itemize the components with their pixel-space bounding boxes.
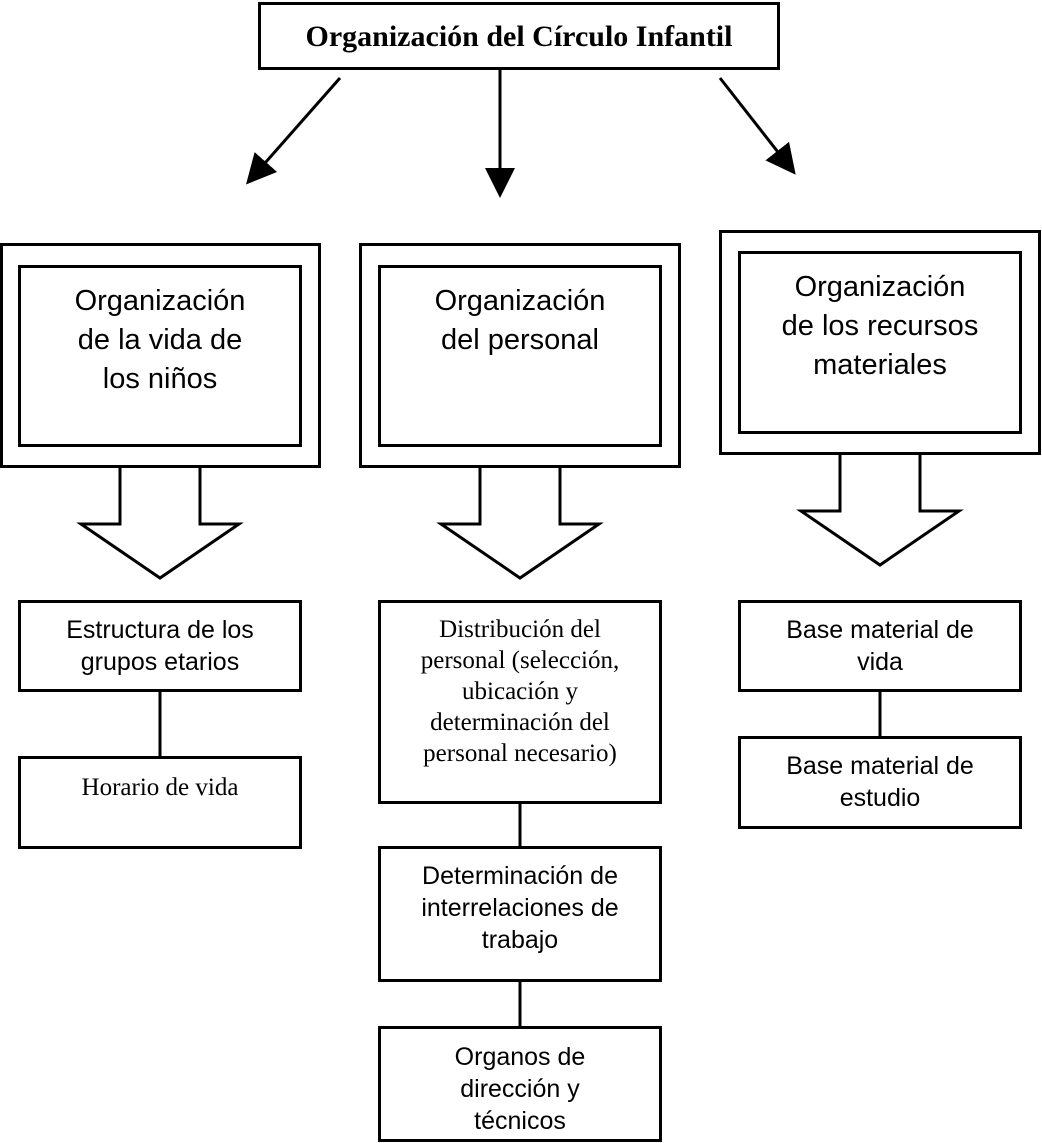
branch-1-item-1-label: Estructura de los grupos etarios	[66, 616, 254, 676]
arrow-to-branch-1	[246, 77, 342, 185]
branch-2-item-1: Distribución del personal (selección, ub…	[378, 600, 662, 804]
branch-3-heading-box: Organización de los recursos materiales	[738, 251, 1022, 434]
branch-3-item-1: Base material de vida	[738, 600, 1022, 692]
branch-2-item-3: Organos de dirección y técnicos	[378, 1026, 662, 1142]
branch-2-item-2: Determinación de interrelaciones de trab…	[378, 846, 662, 982]
branch-1-heading: Organización de la vida de los niños	[74, 285, 246, 395]
branch-2-item-3-label: Organos de dirección y técnicos	[454, 1043, 586, 1135]
diagram-title: Organización del Círculo Infantil	[305, 20, 733, 53]
block-arrow-branch-2	[436, 464, 604, 580]
title-box: Organización del Círculo Infantil	[258, 2, 780, 70]
branch-2-heading-box: Organización del personal	[378, 265, 662, 447]
block-arrow-branch-1	[76, 464, 244, 580]
branch-3-item-2-label: Base material de estudio	[786, 752, 974, 812]
branch-1-item-2-label: Horario de vida	[81, 774, 239, 801]
branch-3-item-2: Base material de estudio	[738, 736, 1022, 829]
branch-2-heading: Organización del personal	[434, 285, 606, 356]
block-arrow-branch-3	[796, 451, 964, 567]
branch-2-item-1-label: Distribución del personal (selección, ub…	[420, 616, 620, 767]
branch-1-item-1: Estructura de los grupos etarios	[18, 600, 302, 692]
branch-2-item-2-label: Determinación de interrelaciones de trab…	[421, 862, 619, 954]
branch-3-heading: Organización de los recursos materiales	[781, 271, 979, 381]
arrow-to-branch-3	[718, 77, 796, 175]
branch-1-item-2: Horario de vida	[18, 756, 302, 849]
branch-1-heading-box: Organización de la vida de los niños	[18, 265, 302, 447]
branch-3-item-1-label: Base material de vida	[786, 616, 974, 676]
